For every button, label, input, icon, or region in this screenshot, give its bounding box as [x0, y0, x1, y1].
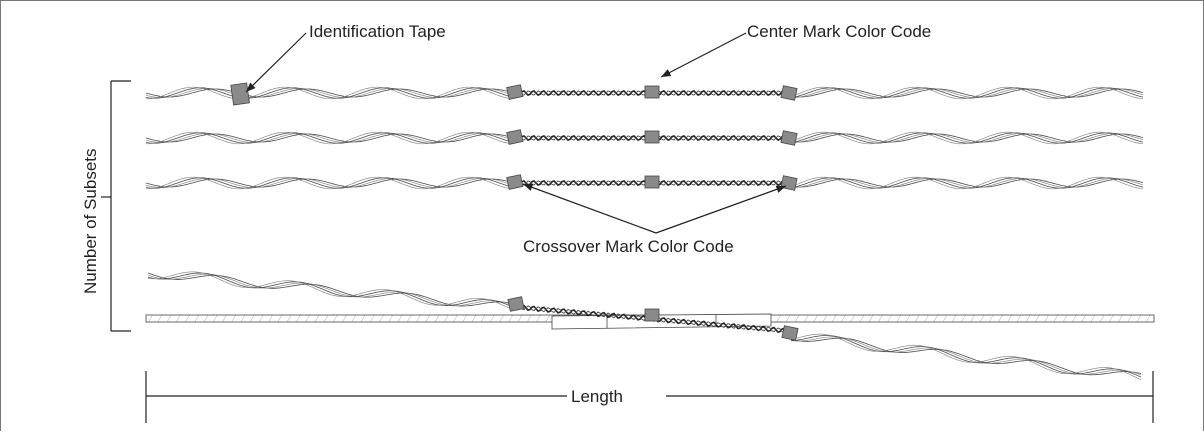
- subset-row: [145, 174, 1144, 191]
- length-dimension: [145, 371, 1154, 423]
- center-mark: [644, 175, 660, 189]
- crossover-mark-left: [506, 84, 524, 100]
- crossover-mark-right: [780, 85, 798, 101]
- splice-sleeve: [551, 313, 772, 330]
- subset-row: [145, 129, 1144, 146]
- length-label: Length: [571, 387, 623, 406]
- crossover-mark-left: [506, 174, 524, 190]
- crossover-mark-left: [507, 296, 525, 312]
- crossover-assembly: [145, 271, 1155, 381]
- crossover-mark-label: Crossover Mark Color Code: [523, 237, 734, 256]
- crossover-left-leader: [522, 183, 657, 234]
- identification-tape-leader: [245, 32, 307, 93]
- subset-bracket: [101, 80, 131, 332]
- center-mark: [644, 130, 660, 144]
- center-mark-leader: [660, 32, 747, 78]
- identification-tape-label: Identification Tape: [309, 22, 446, 41]
- crossover-right-leader: [655, 185, 787, 234]
- subset-row: [145, 82, 1144, 106]
- crossover-mark-left: [506, 129, 524, 145]
- center-mark: [644, 308, 660, 322]
- subset-rows: [145, 82, 1144, 191]
- crossover-mark-right: [781, 325, 799, 341]
- crossover-mark-right: [780, 175, 798, 191]
- center-mark-label: Center Mark Color Code: [747, 22, 931, 41]
- crossover-mark-right: [780, 130, 798, 146]
- offset-subset-wire: [147, 271, 1142, 381]
- number-of-subsets-label: Number of Subsets: [81, 148, 100, 294]
- leader-lines: [245, 32, 787, 234]
- center-mark: [644, 85, 660, 99]
- identification-tape: [230, 82, 250, 106]
